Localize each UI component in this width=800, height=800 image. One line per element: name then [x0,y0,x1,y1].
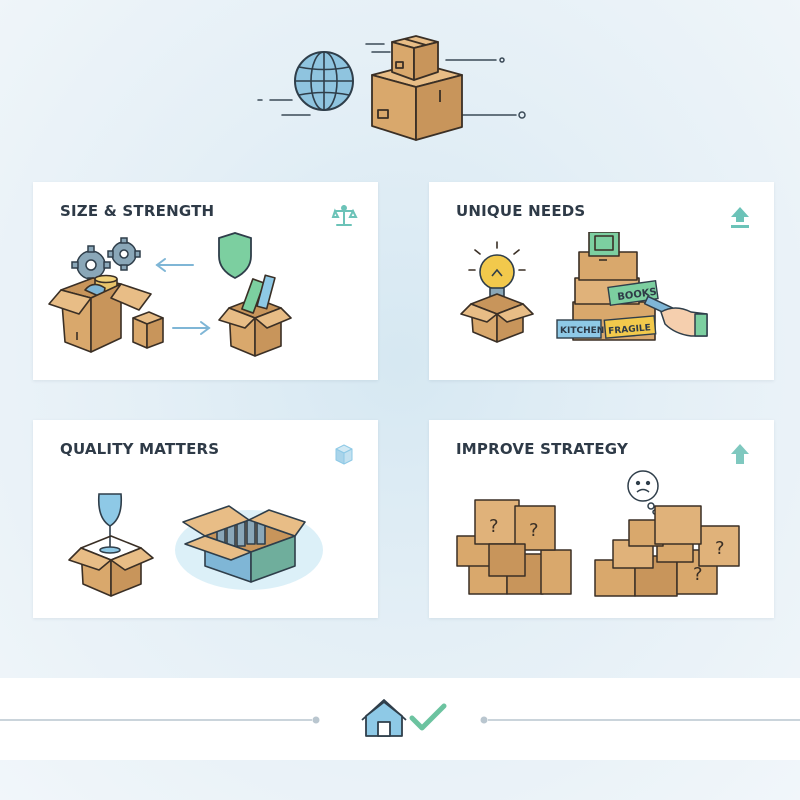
small-box-icon [391,35,439,81]
card-title: SIZE & STRENGTH [60,202,215,220]
upload-icon[interactable] [726,202,754,230]
open-box-icon [218,274,292,357]
size-strength-illustration [48,232,292,357]
cube-icon[interactable] [330,440,358,468]
card-title: UNIQUE NEEDS [456,202,586,220]
svg-text:?: ? [693,564,703,585]
kitchen-label [556,319,602,339]
card-title: IMPROVE STRATEGY [456,440,629,458]
svg-text:?: ? [529,520,539,541]
home-icon[interactable] [361,699,407,737]
quality-matters-illustration [68,493,323,597]
fragile-label [603,315,657,339]
kitchen-label-text: KITCHEN [560,326,604,336]
improve-strategy-illustration: ? ? ? ? [456,470,740,597]
footer-divider [0,699,800,737]
shield-icon [218,232,252,280]
books-box-icon [182,505,306,583]
lightbulb-icon [468,241,526,301]
open-box-icon [48,274,152,353]
card-quality-matters: QUALITY MATTERS [33,420,378,618]
sad-face-icon [627,470,659,515]
hero-globe-boxes-illustration [257,35,526,141]
check-icon[interactable] [409,703,447,731]
question-boxes-icon [456,499,572,595]
scale-icon[interactable] [330,202,358,230]
boxes-pile-icon [594,505,740,597]
footer-bar [0,678,800,760]
card-title: QUALITY MATTERS [60,440,220,458]
card-unique-needs: UNIQUE NEEDS [429,182,774,380]
svg-text:?: ? [489,516,499,537]
books-label [607,279,659,307]
fragile-label-text: FRAGILE [608,323,651,337]
open-box-icon [68,535,154,597]
unique-needs-illustration: BOOKS KITCHEN FRAGILE [460,232,708,343]
wine-glass-icon [97,493,123,554]
globe-icon [294,51,354,111]
hand-marker-icon [643,295,708,337]
svg-text:?: ? [715,538,725,559]
arrow-up-icon[interactable] [726,440,754,468]
card-size-strength: SIZE & STRENGTH [33,182,378,380]
card-improve-strategy: IMPROVE STRATEGY ? ? [429,420,774,618]
